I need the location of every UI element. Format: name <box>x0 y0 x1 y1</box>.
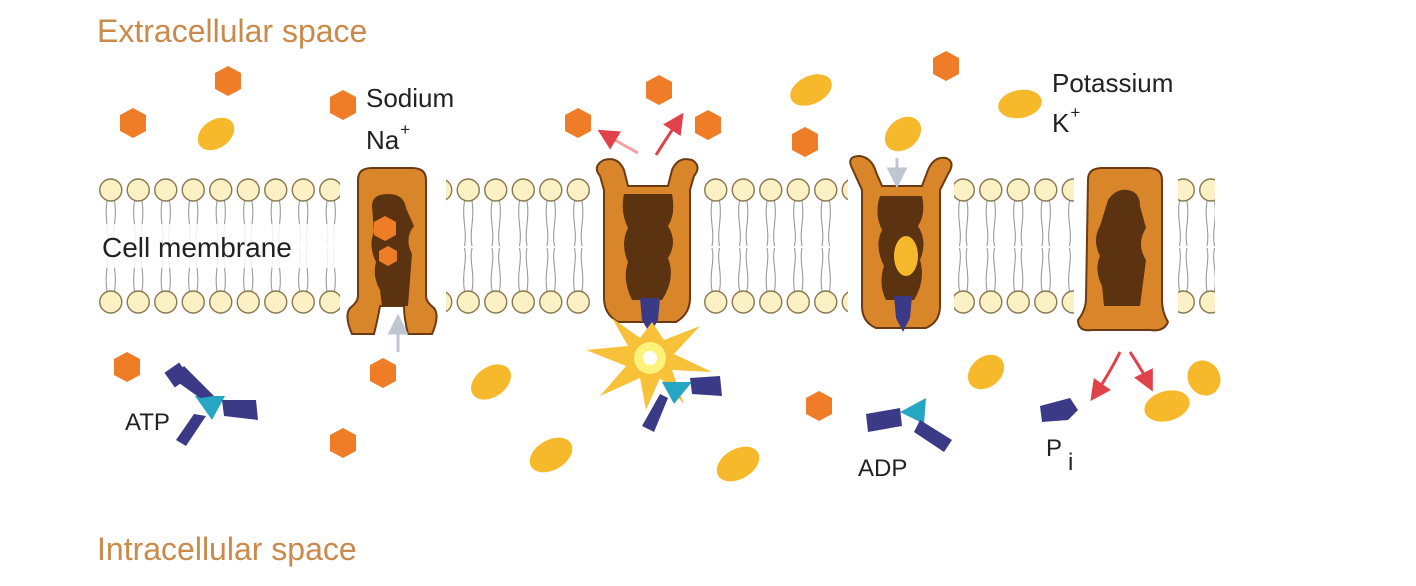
atp-label: ATP <box>125 409 170 436</box>
extracellular-label: Extracellular space <box>97 13 367 49</box>
membrane-label: Cell membrane <box>102 232 292 263</box>
potassium-label: Potassium <box>1052 68 1173 98</box>
potassium-ions-extracellular <box>192 68 1045 158</box>
atp-molecule-icon <box>164 362 258 446</box>
phosphate-label: Pi <box>1046 435 1073 476</box>
pump-inward-releasing <box>1074 168 1178 334</box>
sodium-ions-extracellular <box>120 51 959 157</box>
sodium-charge: + <box>400 120 410 139</box>
pump-inward-open <box>340 168 446 334</box>
phosphate-subscript: i <box>1068 449 1073 476</box>
potassium-symbol: K+ <box>1052 103 1080 138</box>
sodium-ions-intracellular <box>114 352 832 458</box>
sodium-label: Sodium <box>366 83 454 113</box>
energy-burst-icon <box>586 318 712 410</box>
sodium-symbol: Na+ <box>366 120 410 155</box>
adp-molecule-icon <box>866 398 952 452</box>
potassium-ion-bound <box>894 236 918 276</box>
intracellular-label: Intracellular space <box>97 531 357 567</box>
potassium-charge: + <box>1070 103 1080 122</box>
phosphate-icon <box>1040 398 1078 422</box>
adp-label: ADP <box>858 455 907 482</box>
